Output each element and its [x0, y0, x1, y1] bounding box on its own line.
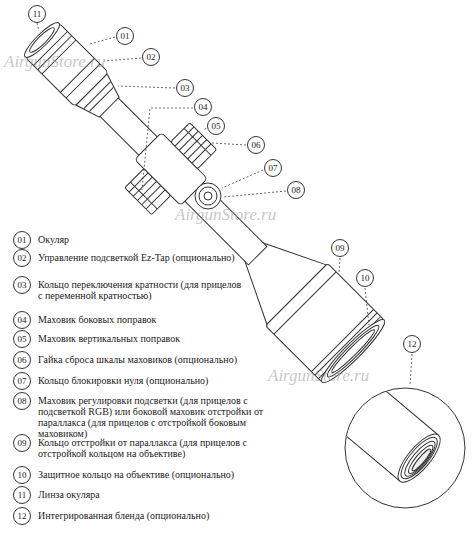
part-description: Кольцо отстройки от параллакса (для приц…: [38, 437, 278, 459]
legend-number-circle: 11Линза окуляра: [13, 486, 31, 504]
part-description: Защитное кольцо на объективе (опциональн…: [38, 469, 278, 480]
callout-number: 10: [18, 471, 27, 480]
callout-circle: 07: [264, 159, 282, 177]
callout-number: 08: [18, 397, 27, 406]
callout-number: 11: [18, 491, 27, 500]
callout-number: 01: [121, 32, 130, 41]
part-description: Линза окуляра: [38, 489, 278, 500]
callout-number: 03: [18, 281, 27, 290]
callout-circle: 03: [176, 79, 194, 97]
callout-number: 11: [33, 10, 42, 19]
watermark: AirgunStore.ru: [4, 52, 105, 72]
watermark: AirgunStore.ru: [268, 366, 369, 386]
callout-number: 06: [252, 141, 261, 150]
part-description: Маховик регулировки подсветки (для прице…: [38, 395, 278, 439]
callout-circle: 04: [194, 98, 212, 116]
callout-circle: 11: [28, 5, 46, 23]
callout-circle: 02: [142, 48, 160, 66]
callout-number: 07: [269, 164, 278, 173]
callout-circle: 05: [207, 117, 225, 135]
callout-number: 10: [361, 274, 370, 283]
legend-number-circle: 10Защитное кольцо на объективе (опционал…: [13, 466, 31, 484]
callout-number: 01: [18, 236, 27, 245]
legend-number-circle: 06Гайка сброса шкалы маховиков (опционал…: [13, 351, 31, 369]
watermark: AirgunStore.ru: [175, 205, 276, 225]
callout-circle: 12: [403, 335, 421, 353]
callout-circle: 08: [287, 181, 305, 199]
callout-number: 12: [18, 512, 27, 521]
callout-number: 09: [336, 244, 345, 253]
part-description: Окуляр: [38, 234, 278, 245]
part-description: Маховик вертикальных поправок: [38, 333, 278, 344]
callout-number: 05: [18, 335, 27, 344]
legend-number-circle: 04Маховик боковых поправок: [13, 311, 31, 329]
callout-number: 09: [18, 439, 27, 448]
callout-number: 07: [18, 377, 27, 386]
callout-number: 06: [18, 356, 27, 365]
legend-number-circle: 03Кольцо переключения кратности (для при…: [13, 276, 31, 294]
callout-number: 12: [408, 340, 417, 349]
part-description: Управление подсветкой Ez-Tap (опциональн…: [38, 252, 278, 263]
callout-circle: 10: [356, 269, 374, 287]
part-description: Кольцо переключения кратности (для прице…: [38, 279, 243, 301]
callout-number: 02: [18, 254, 27, 263]
callout-number: 05: [212, 122, 221, 131]
callout-number: 04: [199, 103, 208, 112]
legend-number-circle: 02Управление подсветкой Ez-Tap (опционал…: [13, 249, 31, 267]
legend-number-circle: 07Кольцо блокировки нуля (опционально): [13, 372, 31, 390]
legend-number-circle: 09Кольцо отстройки от параллакса (для пр…: [13, 434, 31, 452]
legend-number-circle: 08Маховик регулировки подсветки (для при…: [13, 392, 31, 410]
part-description: Гайка сброса шкалы маховиков (опциональн…: [38, 354, 278, 365]
callout-number: 08: [292, 186, 301, 195]
part-description: Кольцо блокировки нуля (опционально): [38, 375, 278, 386]
callout-circle: 06: [247, 136, 265, 154]
legend-number-circle: 01Окуляр: [13, 231, 31, 249]
legend-number-circle: 12Интегрированная бленда (опционально): [13, 507, 31, 525]
part-description: Маховик боковых поправок: [38, 314, 278, 325]
leader-lines: [37, 23, 412, 386]
legend-number-circle: 05Маховик вертикальных поправок: [13, 330, 31, 348]
callout-circle: 01: [116, 27, 134, 45]
callout-number: 04: [18, 316, 27, 325]
callout-number: 02: [147, 53, 156, 62]
callout-number: 03: [181, 84, 190, 93]
part-description: Интегрированная бленда (опционально): [38, 510, 278, 521]
callout-circle: 09: [331, 239, 349, 257]
